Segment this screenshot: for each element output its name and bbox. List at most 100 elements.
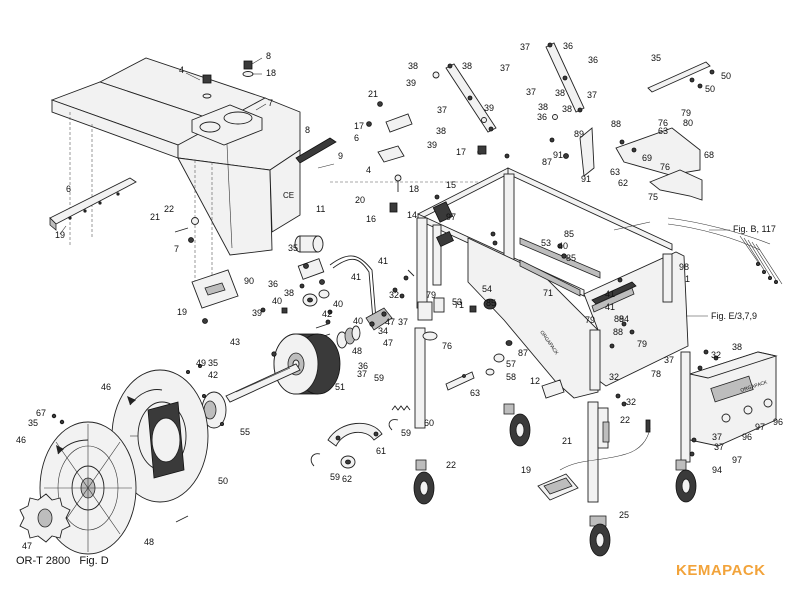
part-label: 87 — [518, 348, 528, 358]
lever-52 — [365, 307, 393, 331]
part-label: 6 — [354, 133, 359, 143]
part-label: 53 — [452, 297, 462, 307]
part-label: 35 — [208, 358, 218, 368]
part-label: 63 — [658, 126, 668, 136]
plate-13 — [541, 379, 565, 399]
spring-64 — [336, 325, 361, 349]
part-label: 46 — [101, 382, 111, 392]
pin-76 — [445, 371, 475, 391]
part-label: 37 — [526, 87, 536, 97]
part-label: 37 — [520, 42, 530, 52]
part-label: 75 — [648, 192, 658, 202]
bracket-8 — [191, 104, 263, 146]
part-label: 98 — [679, 262, 689, 272]
brush-strip-9 — [295, 137, 337, 169]
control-box: ORGAPACK — [688, 349, 778, 447]
part-label: 36 — [588, 55, 598, 65]
part-label: 53 — [541, 238, 551, 248]
part-label: 22 — [164, 204, 174, 214]
part-label: 89 — [574, 129, 584, 139]
reel-plate-42 — [111, 369, 209, 503]
part-label: 35 — [28, 418, 38, 428]
part-label: 32 — [711, 350, 721, 360]
part-label: 21 — [368, 89, 378, 99]
part-label: 63 — [470, 388, 480, 398]
bracket-56 — [299, 283, 333, 315]
part-label: 18 — [409, 184, 419, 194]
part-label: 85 — [564, 229, 574, 239]
part-label: 35 — [288, 243, 298, 253]
part-label: 42 — [322, 309, 332, 319]
svg-text:CE: CE — [283, 191, 294, 200]
part-label: 41 — [378, 256, 388, 266]
part-label: 48 — [352, 346, 362, 356]
part-label: 55 — [240, 427, 250, 437]
part-label: 16 — [366, 214, 376, 224]
part-label: 47 — [385, 317, 395, 327]
fig-b-reference: Fig. B, 117 — [733, 224, 776, 234]
part-label: 39 — [484, 103, 494, 113]
part-label: 43 — [230, 337, 240, 347]
part-label: 46 — [16, 435, 26, 445]
part-label: 79 — [637, 339, 647, 349]
part-label: 85 — [566, 253, 576, 263]
part-label: 38 — [732, 342, 742, 352]
cable-bundle — [667, 217, 783, 285]
part-label: 47 — [383, 338, 393, 348]
part-label: 94 — [712, 465, 722, 475]
part-label: 50 — [218, 476, 228, 486]
part-label: 96 — [742, 432, 752, 442]
part-label: 12 — [530, 376, 540, 386]
part-label: 80 — [683, 118, 693, 128]
model-name: OR-T 2800 — [16, 555, 71, 567]
part-label: 37 — [357, 369, 367, 379]
part-label: 36 — [563, 41, 573, 51]
main-frame: ORGAPACK — [416, 145, 689, 399]
drum-43 — [273, 333, 341, 395]
part-label: 90 — [244, 276, 254, 286]
part-label: 20 — [355, 195, 365, 205]
part-label: 37 — [437, 105, 447, 115]
part-label: 48 — [144, 537, 154, 547]
part-label: 61 — [376, 446, 386, 456]
part-label: 51 — [335, 382, 345, 392]
part-label: 76 — [442, 341, 452, 351]
washer-77 — [310, 419, 399, 469]
part-label: 21 — [562, 436, 572, 446]
part-label: 38 — [436, 126, 446, 136]
part-label: 11 — [316, 204, 325, 214]
part-label: 58 — [506, 372, 516, 382]
figure-id: Fig. D — [79, 555, 109, 567]
part-label: 50 — [705, 84, 715, 94]
part-label: 76 — [658, 118, 668, 128]
part-label: 60 — [424, 418, 434, 428]
screws-21-22 — [174, 217, 199, 243]
table-top-assembly: CE — [50, 57, 301, 290]
part-label: 79 — [681, 108, 691, 118]
part-label: 36 — [537, 112, 547, 122]
part-label: 63 — [610, 167, 620, 177]
part-label: 32 — [389, 290, 399, 300]
figure-caption: OR-T 2800 Fig. D — [16, 555, 109, 567]
part-label: 71 — [543, 288, 553, 298]
part-label: 67 — [36, 408, 46, 418]
part-label: 40 — [272, 296, 282, 306]
part-label: 38 — [408, 61, 418, 71]
part-label: 79 — [426, 290, 436, 300]
part-label: 71 — [454, 300, 464, 310]
part-label: 97 — [446, 212, 456, 222]
part-label: 14 — [407, 210, 417, 220]
washers-70-72 — [422, 331, 513, 376]
part-label: 21 — [150, 212, 160, 222]
part-label: 94 — [619, 314, 629, 324]
part-label: 59 — [374, 373, 384, 383]
part-label: 41 — [351, 272, 361, 282]
part-label: 18 — [266, 68, 276, 78]
bracket-82 — [549, 127, 595, 177]
arm-35-left — [432, 63, 497, 133]
small-parts-center — [330, 101, 480, 213]
part-label: 78 — [651, 369, 661, 379]
part-label: 88 — [614, 314, 624, 324]
part-label: 38 — [284, 288, 294, 298]
